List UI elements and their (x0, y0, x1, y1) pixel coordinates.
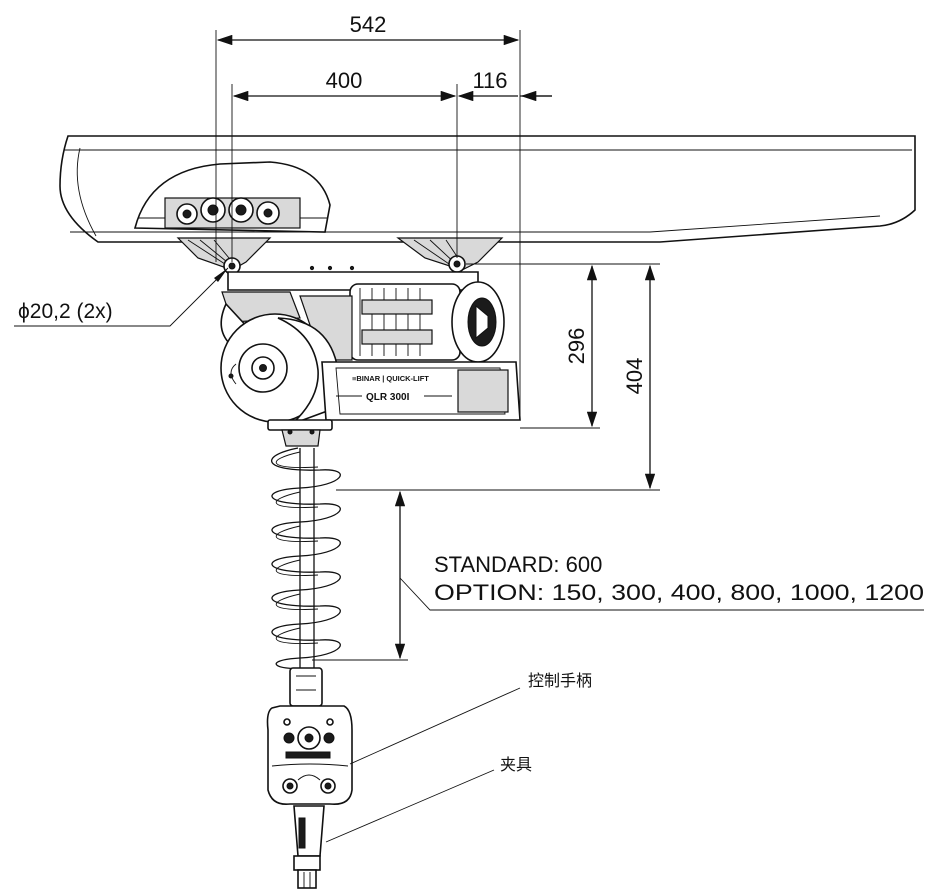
callout-control-handle: 控制手柄 (528, 671, 592, 690)
dimension-lines (14, 30, 924, 843)
dim-296: 296 (564, 328, 589, 365)
hoist-body: ≡BINAR | QUICK-LIFT QLR 300I (220, 265, 521, 447)
callout-gripper: 夹具 (500, 755, 532, 774)
model-plate: QLR 300I (366, 392, 410, 403)
trolley (133, 161, 504, 275)
dim-400: 400 (326, 68, 363, 93)
stroke-standard: STANDARD: 600 (434, 552, 602, 577)
dim-116: 116 (472, 68, 507, 93)
motor (349, 281, 505, 363)
stroke-options: OPTION: 150, 300, 400, 800, 1000, 1200 (434, 580, 924, 605)
brand-plate: ≡BINAR | QUICK-LIFT (352, 374, 429, 383)
dim-pin-diameter: ϕ20,2 (2x) (18, 300, 113, 323)
gripper (293, 805, 325, 889)
dim-404: 404 (622, 358, 647, 395)
control-handle (266, 667, 353, 806)
drum-housing (220, 313, 339, 425)
dim-542: 542 (350, 12, 387, 37)
coiled-cable (271, 447, 341, 670)
